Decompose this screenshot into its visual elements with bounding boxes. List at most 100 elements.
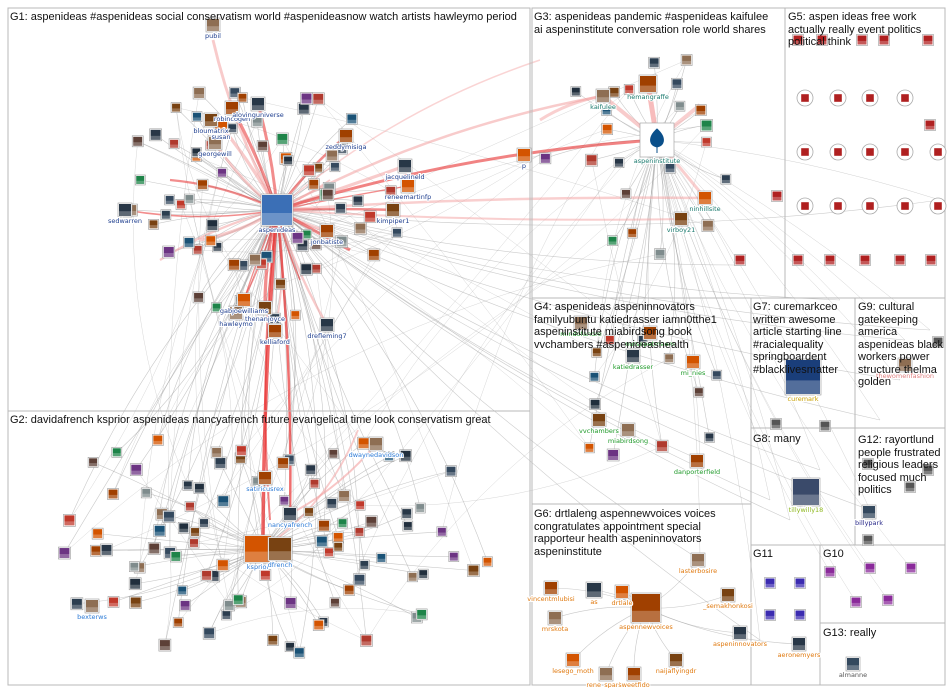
node-almanne[interactable] — [845, 656, 861, 672]
node-gabjoewilliams[interactable] — [236, 292, 252, 308]
node-g1[interactable] — [276, 132, 289, 146]
node-thewomenfashion[interactable] — [897, 357, 913, 373]
node-aeronemyers[interactable] — [791, 636, 807, 652]
node-g3[interactable] — [585, 153, 598, 167]
node-g2[interactable] — [482, 556, 493, 568]
node-g1[interactable] — [299, 262, 313, 276]
node-georgewill[interactable] — [207, 135, 223, 151]
node-g5[interactable] — [922, 34, 934, 46]
node-g2[interactable] — [399, 449, 412, 463]
node-g11[interactable] — [764, 577, 776, 589]
node-g1[interactable] — [311, 263, 322, 274]
node-g1[interactable] — [384, 185, 397, 198]
node-g1[interactable] — [175, 199, 187, 210]
node-g1[interactable] — [291, 231, 304, 245]
node-g2[interactable] — [200, 569, 213, 582]
node-g2[interactable] — [129, 596, 142, 609]
node-g2[interactable] — [315, 535, 329, 548]
node-g1[interactable] — [329, 161, 341, 173]
node-g2[interactable] — [414, 502, 426, 514]
node-g3[interactable] — [570, 86, 582, 97]
node-g2[interactable] — [107, 488, 119, 500]
node-g5[interactable] — [816, 34, 828, 46]
node-g1[interactable] — [321, 188, 335, 201]
node-g1[interactable] — [131, 135, 144, 148]
node-g2[interactable] — [329, 597, 341, 608]
node-g1[interactable] — [164, 194, 175, 206]
node-g2[interactable] — [400, 507, 413, 520]
node-jonbatiste[interactable] — [319, 223, 335, 239]
node-g11[interactable] — [764, 609, 776, 621]
node-g1[interactable] — [204, 234, 217, 247]
node-g1[interactable] — [192, 86, 206, 100]
node-katiedrasser[interactable] — [625, 348, 641, 364]
node-g3[interactable] — [720, 173, 732, 185]
node-g2[interactable] — [128, 577, 142, 591]
node-misc[interactable] — [770, 418, 782, 430]
node-g2[interactable] — [87, 457, 99, 468]
node-g2[interactable] — [214, 456, 227, 470]
node-g5[interactable] — [894, 254, 906, 266]
node-g1[interactable] — [367, 248, 381, 262]
node-g5[interactable] — [734, 254, 746, 266]
node-dwaynedavidson[interactable] — [368, 436, 384, 452]
node-misc[interactable] — [862, 534, 874, 546]
node-vvchambers[interactable] — [591, 412, 607, 428]
node-aspeninnovators[interactable] — [732, 625, 748, 641]
node-g5[interactable] — [792, 254, 804, 266]
node-g5[interactable] — [796, 143, 814, 161]
node-ninhillsite[interactable] — [697, 190, 713, 206]
node-g1[interactable] — [148, 219, 159, 230]
node-vincentmlubisi[interactable] — [543, 580, 559, 596]
node-g2[interactable] — [284, 596, 297, 610]
node-lasterbosire[interactable] — [690, 552, 706, 568]
node-g2[interactable] — [129, 561, 140, 572]
node-g2[interactable] — [170, 550, 182, 563]
node-hemangraffe[interactable] — [638, 74, 658, 94]
node-g2[interactable] — [276, 456, 290, 470]
node-g1[interactable] — [282, 155, 294, 166]
node-g2[interactable] — [153, 524, 166, 537]
node-g2[interactable] — [63, 514, 76, 527]
node-g3[interactable] — [626, 227, 638, 239]
node-g2[interactable] — [448, 551, 460, 562]
node-kelliaford[interactable] — [267, 323, 283, 339]
node-g4[interactable] — [591, 346, 603, 358]
node-g5[interactable] — [878, 34, 890, 46]
node-g5[interactable] — [896, 143, 914, 161]
node-misc[interactable] — [904, 481, 916, 493]
node-g2[interactable] — [176, 585, 188, 596]
node-g1[interactable] — [191, 111, 203, 122]
node-g3[interactable] — [680, 54, 693, 66]
node-kimpiper1[interactable] — [385, 202, 401, 218]
node-bexterws[interactable] — [84, 598, 100, 614]
node-g3[interactable] — [613, 157, 625, 168]
node-g1[interactable] — [183, 236, 195, 249]
node-g10[interactable] — [824, 566, 836, 578]
node-g1[interactable] — [206, 218, 219, 232]
node-g4[interactable] — [663, 352, 675, 364]
node-g2[interactable] — [177, 522, 190, 534]
node-g2[interactable] — [232, 593, 245, 606]
node-g2[interactable] — [376, 552, 387, 564]
node-g2[interactable] — [445, 465, 457, 477]
node-g2[interactable] — [152, 434, 164, 446]
node-reneemartinfp[interactable] — [400, 178, 416, 194]
node-g2[interactable] — [383, 451, 395, 462]
node-g2[interactable] — [303, 506, 315, 518]
node-g3[interactable] — [648, 56, 660, 69]
node-g1[interactable] — [346, 113, 358, 125]
node-g2[interactable] — [70, 597, 84, 611]
node-g2[interactable] — [354, 526, 365, 538]
node-g1[interactable] — [227, 122, 238, 134]
node-g2[interactable] — [417, 568, 429, 580]
node-g3[interactable] — [539, 152, 552, 165]
node-g5[interactable] — [796, 197, 814, 215]
node-tillywilly18[interactable] — [791, 477, 821, 507]
node-virboy21[interactable] — [673, 211, 689, 227]
node-sweetfido[interactable] — [626, 666, 642, 682]
node-g3[interactable] — [623, 84, 635, 95]
node-g2[interactable] — [332, 531, 344, 544]
node-g2[interactable] — [162, 510, 176, 523]
node-g11[interactable] — [794, 609, 806, 621]
